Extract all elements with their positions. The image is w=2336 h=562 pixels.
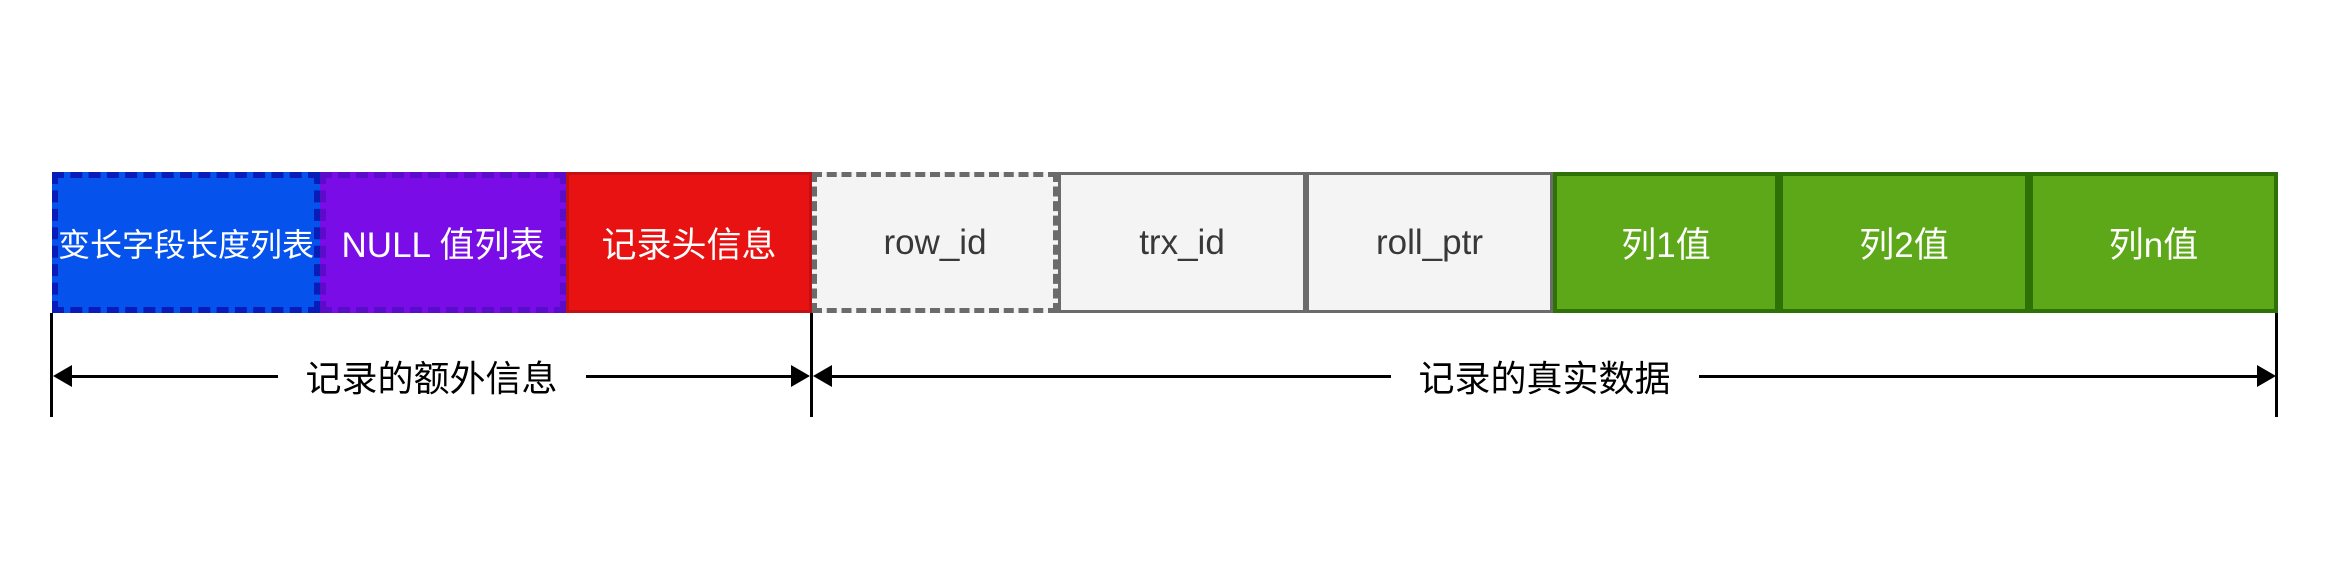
boundary-line-right <box>2275 313 2278 417</box>
segment-record-header: 记录头信息 <box>566 172 812 313</box>
segment-label: 列n值 <box>2108 226 2199 265</box>
segment-var-length-list: 变长字段长度列表 <box>52 172 320 313</box>
arrowhead-right-icon <box>791 365 811 387</box>
segment-label: 列1值 <box>1621 226 1711 265</box>
segment-label: 变长字段长度列表 <box>58 226 315 263</box>
record-segments-row: 变长字段长度列表 NULL 值列表 记录头信息 row_id trx_id ro… <box>52 172 2278 313</box>
arrow-line <box>585 374 792 378</box>
segment-column-1-value: 列1值 <box>1553 172 1779 313</box>
dimension-arrow-extra-info: 记录的额外信息 <box>53 356 811 399</box>
arrow-line <box>72 374 278 378</box>
segment-label: row_id <box>883 222 987 262</box>
boundary-line-left <box>50 313 53 417</box>
segment-label: NULL 值列表 <box>341 226 545 265</box>
segment-label: trx_id <box>1139 222 1225 262</box>
segment-label: 列2值 <box>1859 226 1949 265</box>
dimension-label-real-data: 记录的真实数据 <box>1418 358 1671 399</box>
boundary-line-middle <box>810 313 813 417</box>
arrowhead-left-icon <box>53 365 72 387</box>
segment-column-n-value: 列n值 <box>2029 172 2278 313</box>
segment-row-id: row_id <box>812 172 1058 313</box>
segment-roll-ptr: roll_ptr <box>1306 172 1553 313</box>
arrowhead-left-icon <box>813 365 832 387</box>
segment-label: 记录头信息 <box>601 226 777 265</box>
dimension-arrow-real-data: 记录的真实数据 <box>813 356 2277 399</box>
segment-null-value-list: NULL 值列表 <box>320 172 566 313</box>
arrow-line <box>1698 374 2258 378</box>
arrow-line <box>832 374 1391 378</box>
segment-trx-id: trx_id <box>1058 172 1306 313</box>
arrowhead-right-icon <box>2257 365 2277 387</box>
segment-column-2-value: 列2值 <box>1779 172 2029 313</box>
segment-label: roll_ptr <box>1376 222 1483 262</box>
dimension-label-extra-info: 记录的额外信息 <box>305 358 558 399</box>
